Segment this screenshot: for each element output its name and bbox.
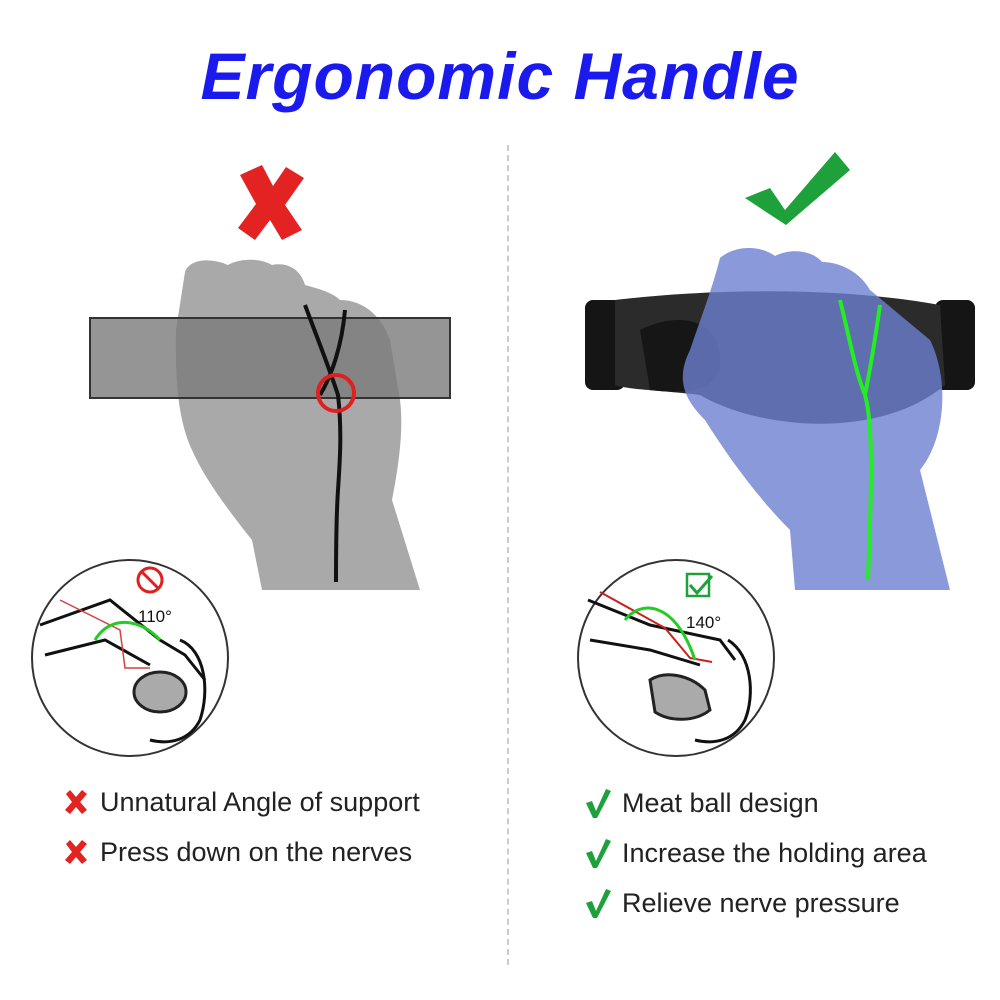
large-cross-icon (238, 165, 304, 240)
list-item: Unnatural Angle of support (58, 777, 420, 827)
straight-grip-hand (89, 259, 451, 590)
right-points-list: Meat ball design Increase the holding ar… (580, 778, 927, 928)
ergonomic-grip-hand (585, 247, 975, 590)
center-divider (507, 145, 509, 965)
left-points-list: Unnatural Angle of support Press down on… (58, 777, 420, 877)
list-item: Press down on the nerves (58, 827, 420, 877)
point-text: Meat ball design (622, 787, 819, 818)
large-check-icon (745, 152, 850, 225)
page-title: Ergonomic Handle (200, 39, 800, 113)
checkbox-icon (685, 572, 714, 598)
cross-icon (58, 788, 94, 816)
list-item: Relieve nerve pressure (580, 878, 927, 928)
point-text: Increase the holding area (622, 837, 927, 868)
check-icon (580, 787, 616, 819)
right-angle-label: 140° (686, 613, 721, 632)
check-icon (580, 887, 616, 919)
point-text: Relieve nerve pressure (622, 887, 900, 918)
right-angle-diagram: 140° (577, 559, 775, 757)
check-icon (580, 837, 616, 869)
left-angle-diagram: 110° (31, 559, 229, 757)
prohibited-icon (136, 566, 164, 594)
left-angle-label: 110° (138, 607, 172, 626)
list-item: Increase the holding area (580, 828, 927, 878)
list-item: Meat ball design (580, 778, 927, 828)
pressure-point-circle (316, 373, 356, 413)
cross-icon (58, 838, 94, 866)
point-text: Unnatural Angle of support (100, 786, 420, 817)
point-text: Press down on the nerves (100, 836, 413, 867)
